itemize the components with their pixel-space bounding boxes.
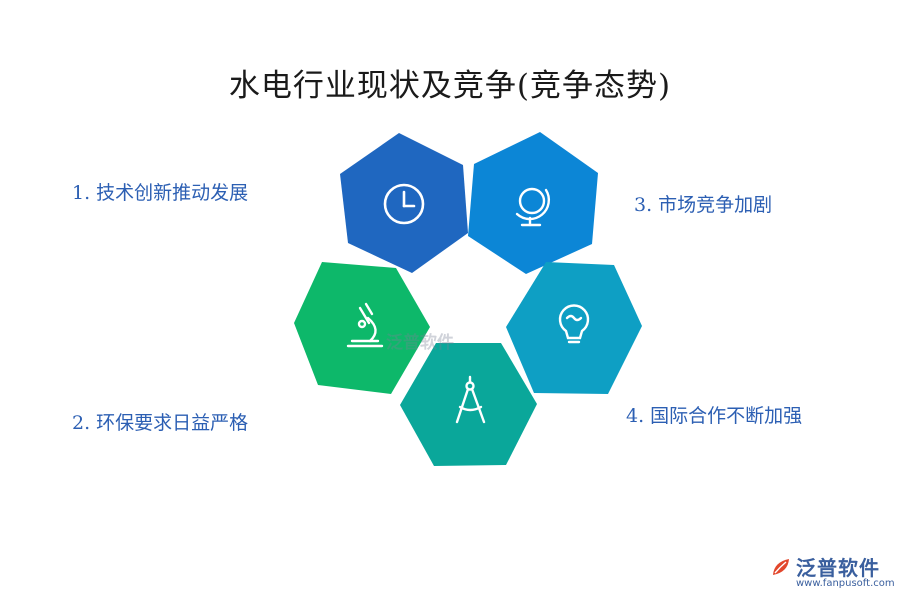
clock-icon bbox=[383, 183, 425, 225]
brand-leaf-icon bbox=[773, 558, 789, 575]
hexagon-compass bbox=[400, 343, 537, 466]
brand-name: 泛普软件 bbox=[796, 556, 880, 580]
item-label-1: 1. 技术创新推动发展 bbox=[72, 182, 249, 204]
lightbulb-icon bbox=[558, 304, 590, 344]
hexagon-globe bbox=[468, 132, 598, 274]
brand-url[interactable]: www.fanpusoft.com bbox=[796, 578, 895, 589]
globe-icon bbox=[515, 187, 551, 227]
item-label-4: 4. 国际合作不断加强 bbox=[626, 405, 803, 427]
brand-logo[interactable]: 泛普软件 bbox=[770, 552, 880, 581]
center-watermark: 泛普软件 bbox=[386, 333, 454, 353]
page-title: 水电行业现状及竞争(竞争态势) bbox=[228, 68, 672, 104]
microscope-icon bbox=[346, 302, 384, 348]
item-label-2: 2. 环保要求日益严格 bbox=[72, 412, 249, 434]
item-label-3: 3. 市场竞争加剧 bbox=[634, 194, 773, 216]
compass-icon bbox=[455, 375, 486, 424]
hexagon-lightbulb bbox=[506, 262, 642, 394]
